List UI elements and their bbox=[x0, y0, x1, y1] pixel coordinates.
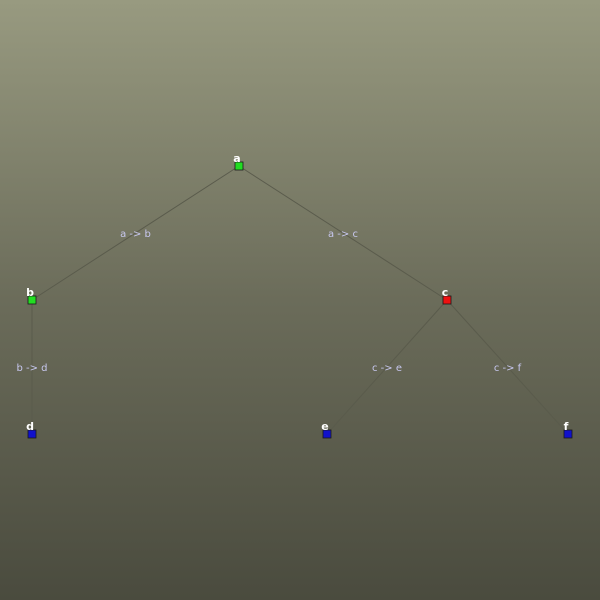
edge-c-f bbox=[446, 299, 569, 435]
node-e-label: e bbox=[321, 420, 328, 433]
node-d-label: d bbox=[26, 420, 34, 433]
node-c-marker[interactable] bbox=[442, 295, 452, 305]
edge-label-b-d: b -> d bbox=[16, 363, 47, 374]
node-e-marker[interactable] bbox=[322, 429, 332, 439]
node-c[interactable]: c bbox=[442, 286, 452, 305]
edge-label-a-c: a -> c bbox=[328, 229, 358, 240]
node-a[interactable]: a bbox=[233, 152, 244, 171]
node-a-marker[interactable] bbox=[234, 161, 244, 171]
edge-a-b bbox=[31, 165, 240, 301]
node-c-label: c bbox=[442, 286, 449, 299]
node-f[interactable]: f bbox=[563, 420, 573, 439]
edge-a-c bbox=[238, 165, 448, 301]
node-e[interactable]: e bbox=[321, 420, 332, 439]
edge-label-c-e: c -> e bbox=[372, 363, 402, 374]
node-d-marker[interactable] bbox=[27, 429, 37, 439]
node-d[interactable]: d bbox=[26, 420, 37, 439]
node-b-marker[interactable] bbox=[27, 295, 37, 305]
node-f-marker[interactable] bbox=[563, 429, 573, 439]
edge-c-e bbox=[326, 299, 448, 435]
edge-label-c-f: c -> f bbox=[494, 363, 522, 374]
node-a-label: a bbox=[233, 152, 240, 165]
node-f-label: f bbox=[564, 420, 569, 433]
node-b-label: b bbox=[26, 286, 34, 299]
edges-layer: a -> b a -> c b -> d c -> e c -> f bbox=[16, 165, 569, 435]
edge-label-a-b: a -> b bbox=[120, 229, 151, 240]
node-b[interactable]: b bbox=[26, 286, 37, 305]
nodes-layer: a b c d e f bbox=[26, 152, 573, 439]
